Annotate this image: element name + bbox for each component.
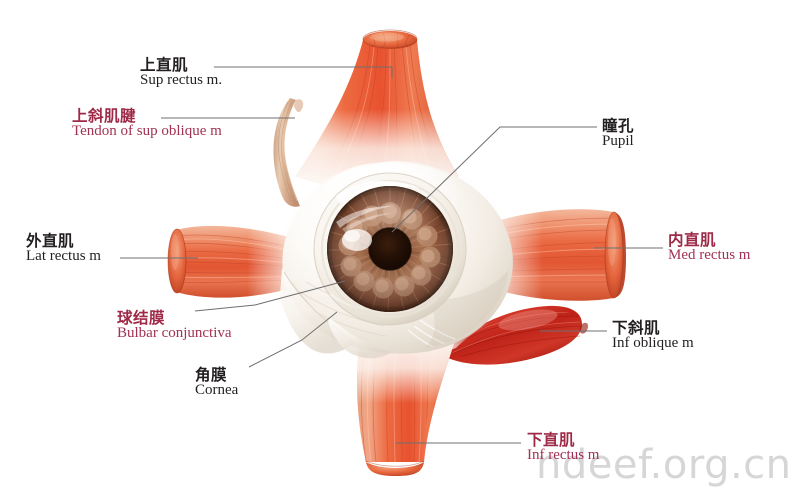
label-lat-rectus-cn: 外直肌 xyxy=(26,232,75,250)
leader-lines xyxy=(120,66,663,444)
label-pupil-cn: 瞳孔 xyxy=(602,117,635,135)
label-bulbar-conjunctiva-en: Bulbar conjunctiva xyxy=(117,325,232,342)
label-med-rectus-en: Med rectus m xyxy=(668,247,751,264)
label-lat-rectus-en: Lat rectus m xyxy=(26,248,101,265)
superior-rectus-cut-end xyxy=(363,31,417,49)
iris xyxy=(327,186,453,312)
bulbar-conjunctiva xyxy=(280,268,392,359)
label-cornea-cn: 角膜 xyxy=(195,366,228,384)
label-inf-rectus-en: Inf rectus m xyxy=(527,447,600,464)
cornea-leader xyxy=(248,311,338,368)
pupil xyxy=(369,228,411,270)
label-sup-oblique-tendon-cn: 上斜肌腱 xyxy=(72,107,137,125)
superior-rectus-muscle xyxy=(296,29,458,191)
watermark: ndeef.org.cn xyxy=(536,442,792,488)
pupil-leader xyxy=(391,126,597,233)
label-inf-oblique-en: Inf oblique m xyxy=(612,335,694,352)
label-sup-oblique-tendon-en: Tendon of sup oblique m xyxy=(72,123,222,140)
inferior-rectus-cut-end xyxy=(366,462,424,476)
label-inf-rectus-cn: 下直肌 xyxy=(527,431,576,449)
label-inf-oblique-cn: 下斜肌 xyxy=(612,319,661,337)
bulbar-conjunctiva-leader xyxy=(194,280,346,312)
label-sup-rectus-en: Sup rectus m. xyxy=(140,72,223,89)
label-cornea-en: Cornea xyxy=(195,382,239,399)
label-med-rectus-cn: 内直肌 xyxy=(668,231,717,249)
label-sup-rectus-cn: 上直肌 xyxy=(140,56,189,74)
superior-oblique-tendon xyxy=(273,98,304,207)
label-bulbar-conjunctiva-cn: 球结膜 xyxy=(117,309,166,327)
corneal-highlight xyxy=(336,206,392,251)
medial-rectus-cut-end xyxy=(605,212,623,298)
lateral-rectus-cut-end xyxy=(168,229,186,293)
inferior-oblique-muscle xyxy=(444,305,589,365)
label-pupil-en: Pupil xyxy=(602,133,634,150)
sup-rectus-leader xyxy=(214,66,393,78)
